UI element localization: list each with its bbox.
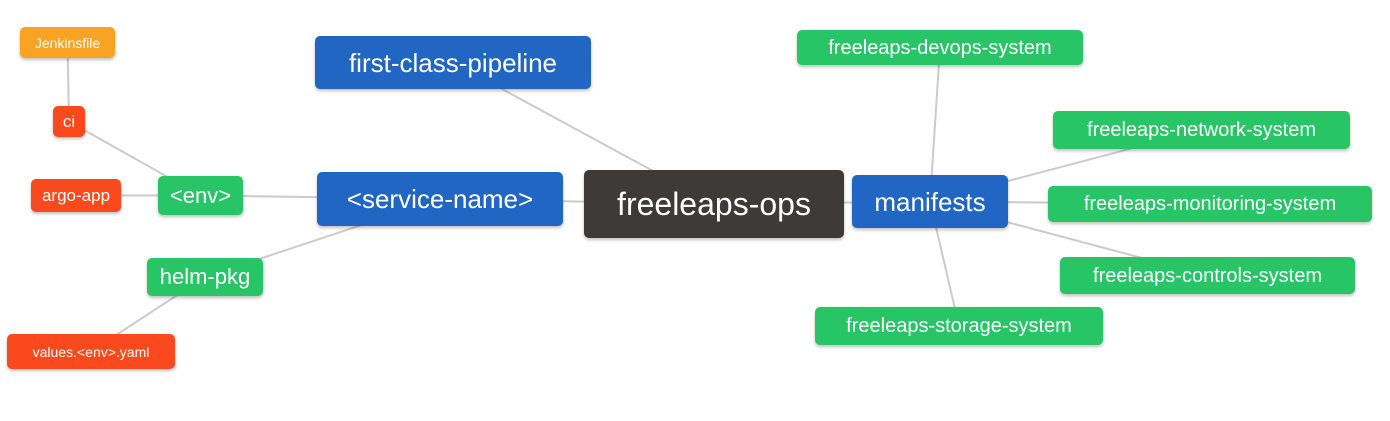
node-jenkinsfile[interactable]: Jenkinsfile bbox=[20, 27, 115, 58]
node-ci[interactable]: ci bbox=[53, 106, 85, 137]
node-freeleaps-ops[interactable]: freeleaps-ops bbox=[584, 170, 844, 238]
node-manifests[interactable]: manifests bbox=[852, 175, 1008, 228]
node-argo-app[interactable]: argo-app bbox=[31, 179, 121, 212]
node-devops-system[interactable]: freeleaps-devops-system bbox=[797, 30, 1083, 65]
node-env[interactable]: <env> bbox=[158, 176, 243, 215]
node-network-system[interactable]: freeleaps-network-system bbox=[1053, 111, 1350, 149]
node-monitoring-system[interactable]: freeleaps-monitoring-system bbox=[1048, 186, 1372, 222]
node-helm-pkg[interactable]: helm-pkg bbox=[147, 258, 263, 296]
node-service-name[interactable]: <service-name> bbox=[317, 172, 563, 226]
node-first-class-pipeline[interactable]: first-class-pipeline bbox=[315, 36, 591, 89]
node-controls-system[interactable]: freeleaps-controls-system bbox=[1060, 257, 1355, 294]
node-storage-system[interactable]: freeleaps-storage-system bbox=[815, 307, 1103, 345]
node-values-env-yaml[interactable]: values.<env>.yaml bbox=[7, 334, 175, 369]
